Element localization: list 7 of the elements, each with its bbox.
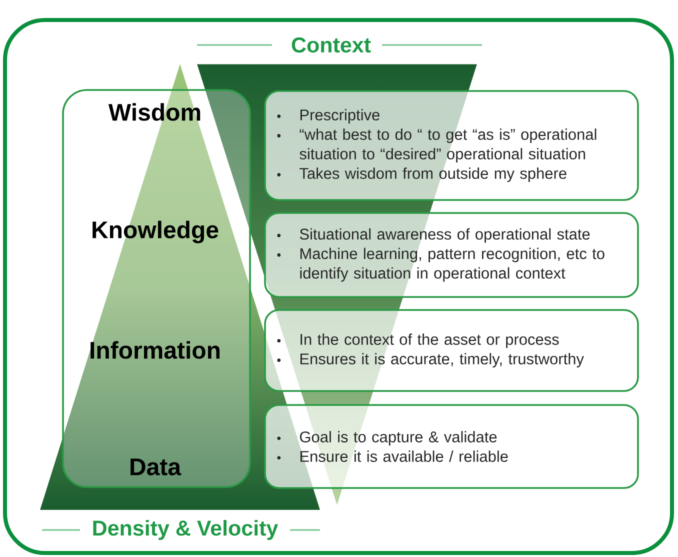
axis-label: Density & Velocity (93, 520, 278, 540)
description-box: Goal is to capture & validate Ensure it is available / reliable (264, 404, 639, 489)
axis-label: Context (292, 37, 371, 53)
level-box: Wisdom Knowledge Information Data (62, 89, 251, 488)
description-box: In the context of the asset or process Ensures it is accurate, timely, trustworthy (264, 309, 639, 392)
description-box: Prescriptive “what best to do “ to get “as is” operational situation to “desired” operational situation Takes wisdom from outside my sphere (264, 90, 639, 201)
description-box: Situational awareness of operational state Machine learning, pattern recognition, etc to identify situation in operational context (264, 212, 639, 298)
